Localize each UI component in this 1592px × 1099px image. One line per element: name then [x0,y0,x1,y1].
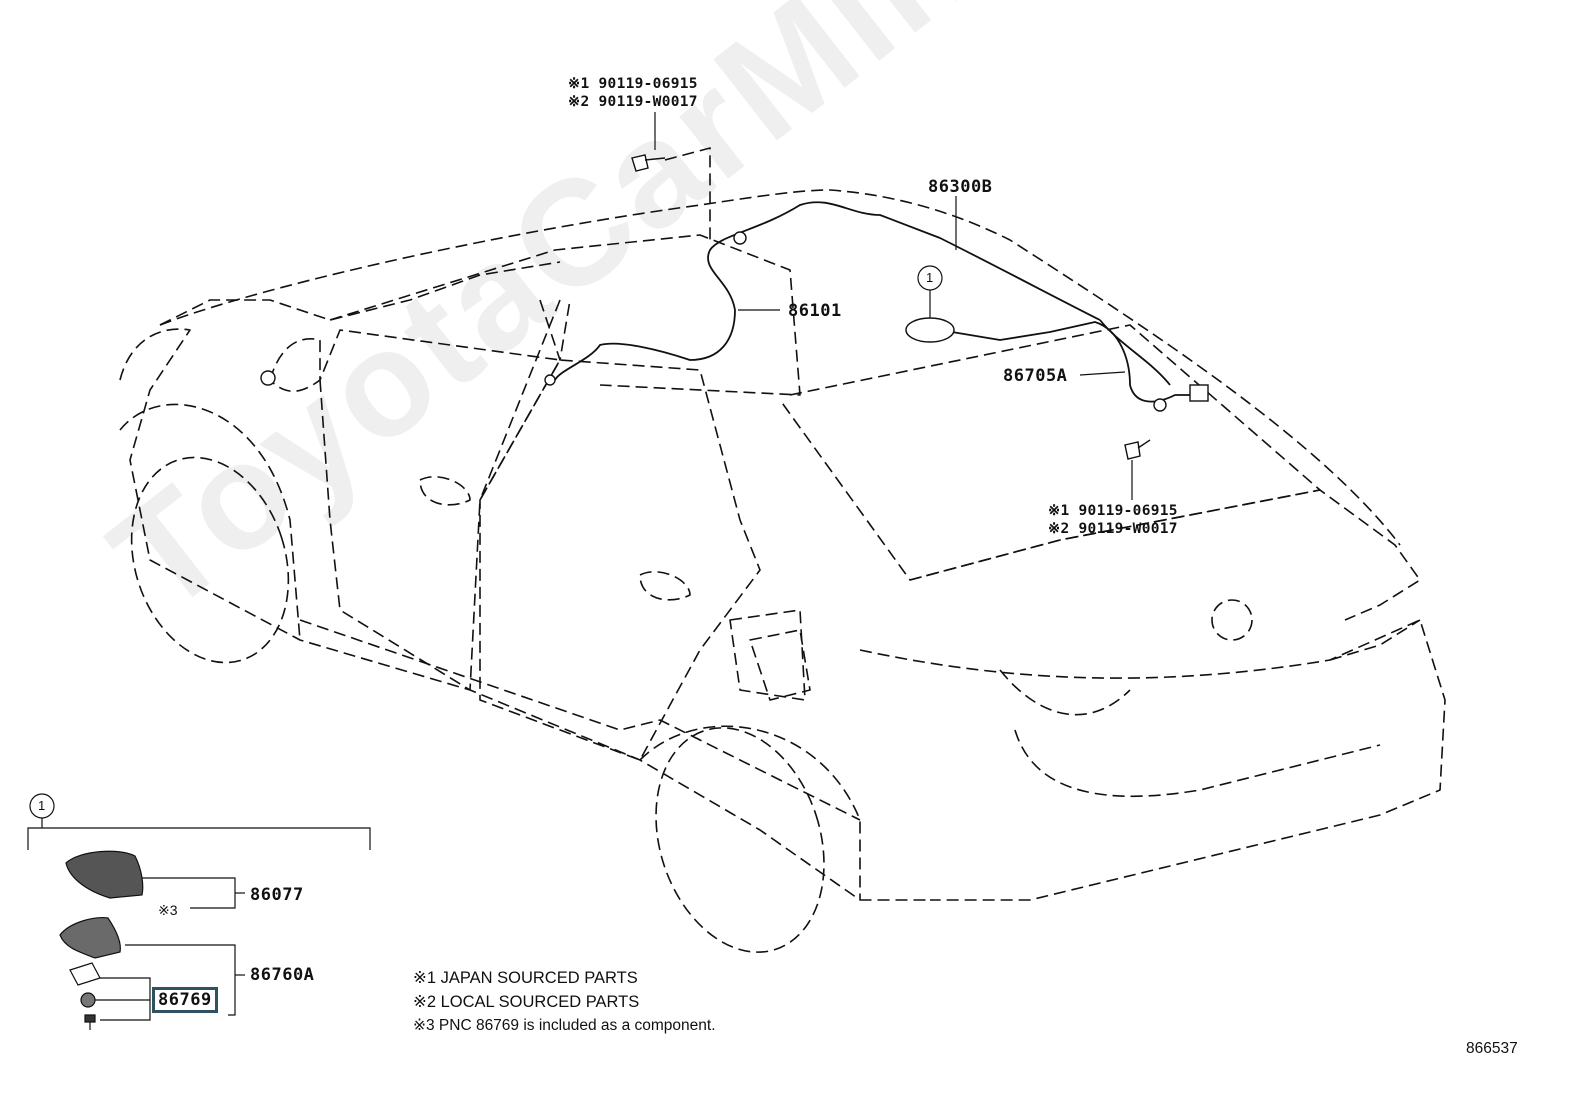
leader-86705a [1079,371,1126,376]
marker-1-circle [917,265,943,291]
roof-front [159,261,561,326]
side-sill [299,619,861,821]
door-handle-rear [639,570,691,601]
grommet [260,370,276,386]
inset-bracket [27,827,371,850]
antenna-on-roof [905,317,955,343]
bolt-top-ref1: ※1 90119-06915 [568,76,698,92]
bracket-86760a [125,944,236,1016]
gasket-shape [69,962,101,986]
connector-2 [733,231,747,245]
fuel-lid [749,629,811,701]
antenna-assy-shape [59,917,121,959]
connector-3 [1153,398,1167,412]
bracket-86077 [140,877,236,909]
rear-wheel-arch [639,725,861,900]
windshield [329,234,801,396]
note-3: ※3 PNC 86769 is included as a component. [413,1017,716,1034]
roof-outline [159,189,1401,546]
screw-shape [84,1014,96,1030]
rear-quarter [729,609,806,701]
label-86769-highlighted[interactable]: 86769 [152,987,218,1013]
bolt-right-ref2: ※2 90119-W0017 [1048,521,1178,537]
inset-group [27,818,371,1021]
connector-4 [1189,384,1209,402]
label-86760a[interactable]: 86760A [250,965,315,985]
bolt-top-ref2: ※2 90119-W0017 [568,94,698,110]
trunk-emblem [1211,599,1253,641]
nut-shape [80,992,96,1008]
bolt-right [1124,439,1151,460]
marker-1-inset-text: 1 [38,798,46,813]
note3-marker: ※3 [158,902,178,918]
rear-bumper [859,619,1446,901]
rear-door [479,359,761,761]
bolt-top [631,154,666,172]
label-86101[interactable]: 86101 [788,301,842,321]
connector-1 [544,374,556,386]
bolt-right-ref1: ※1 90119-06915 [1048,503,1178,519]
marker-1-car-text: 1 [926,270,934,285]
side-body [119,328,930,901]
rear-window [779,324,1321,581]
tail-lamps [999,619,1421,716]
rear-lower [1014,729,1381,797]
inset-marker-circle [29,793,55,819]
label-86300b[interactable]: 86300B [928,177,993,197]
label-86705a[interactable]: 86705A [1003,366,1068,386]
front-wheel [130,456,290,664]
front-wheel-arch [119,403,301,641]
note-1: ※1 JAPAN SOURCED PARTS [413,969,638,987]
figure-ref-number: 866537 [1466,1040,1518,1057]
guide-top-bolt [664,147,711,240]
antenna-cover-shape [65,850,144,899]
side-mirror [269,338,321,393]
rear-wheel [655,727,825,953]
harness-86705a [939,321,1190,403]
pillar-b [479,299,571,501]
door-handle-front [419,475,471,506]
harness-86101 [554,201,1101,381]
trunk [909,489,1421,621]
note-2: ※2 LOCAL SOURCED PARTS [413,993,640,1011]
bracket-86769 [95,977,151,1021]
label-86077[interactable]: 86077 [250,885,304,905]
front-door [319,329,561,691]
